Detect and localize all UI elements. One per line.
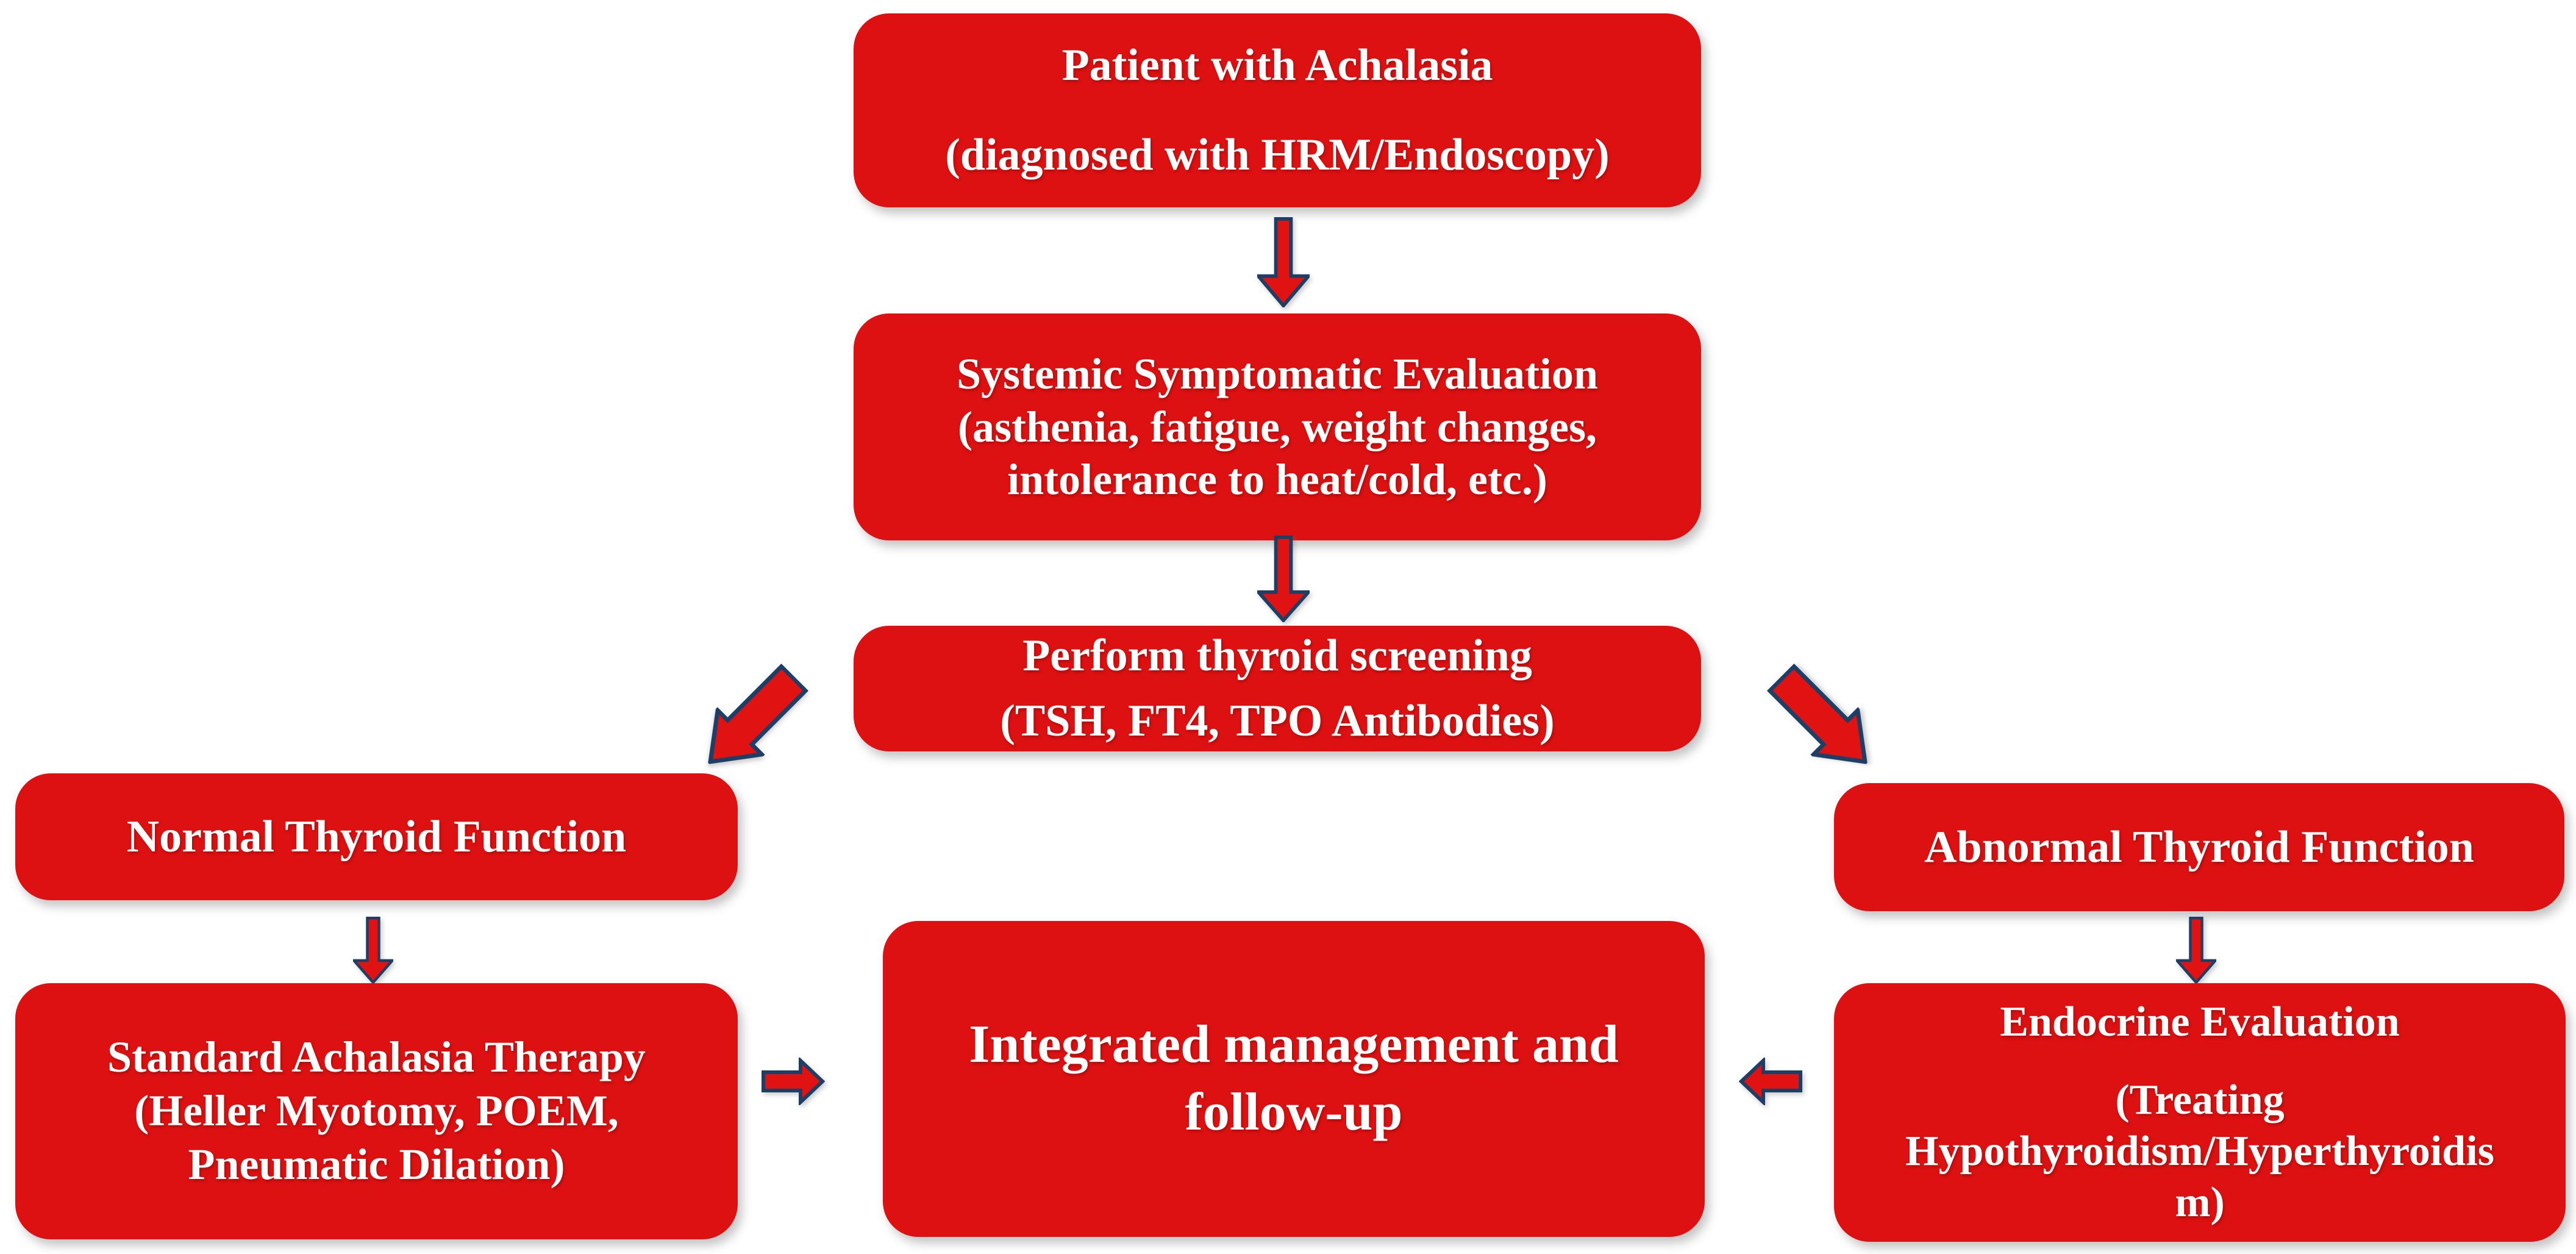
left-arrow-icon [1739, 1058, 1802, 1105]
diagonal-down-right-arrow-icon [1757, 653, 1890, 787]
node-perform-thyroid-screening: Perform thyroid screening(TSH, FT4, TPO … [854, 626, 1701, 751]
down-arrow-icon [2176, 917, 2216, 984]
right-arrow-icon [762, 1058, 825, 1105]
node-standard-achalasia-therapy: Standard Achalasia Therapy(Heller Myotom… [15, 983, 738, 1239]
node-normal-thyroid-function: Normal Thyroid Function [15, 773, 738, 900]
down-arrow-icon [1257, 536, 1310, 622]
down-arrow-icon [353, 917, 393, 984]
down-arrow-icon [1257, 217, 1310, 307]
node-abnormal-thyroid-function: Abnormal Thyroid Function [1834, 783, 2564, 911]
node-patient-achalasia: Patient with Achalasia(diagnosed with HR… [854, 13, 1701, 207]
diagonal-down-left-arrow-icon [685, 653, 818, 787]
node-systemic-symptomatic-evaluation: Systemic Symptomatic Evaluation(asthenia… [854, 314, 1701, 540]
